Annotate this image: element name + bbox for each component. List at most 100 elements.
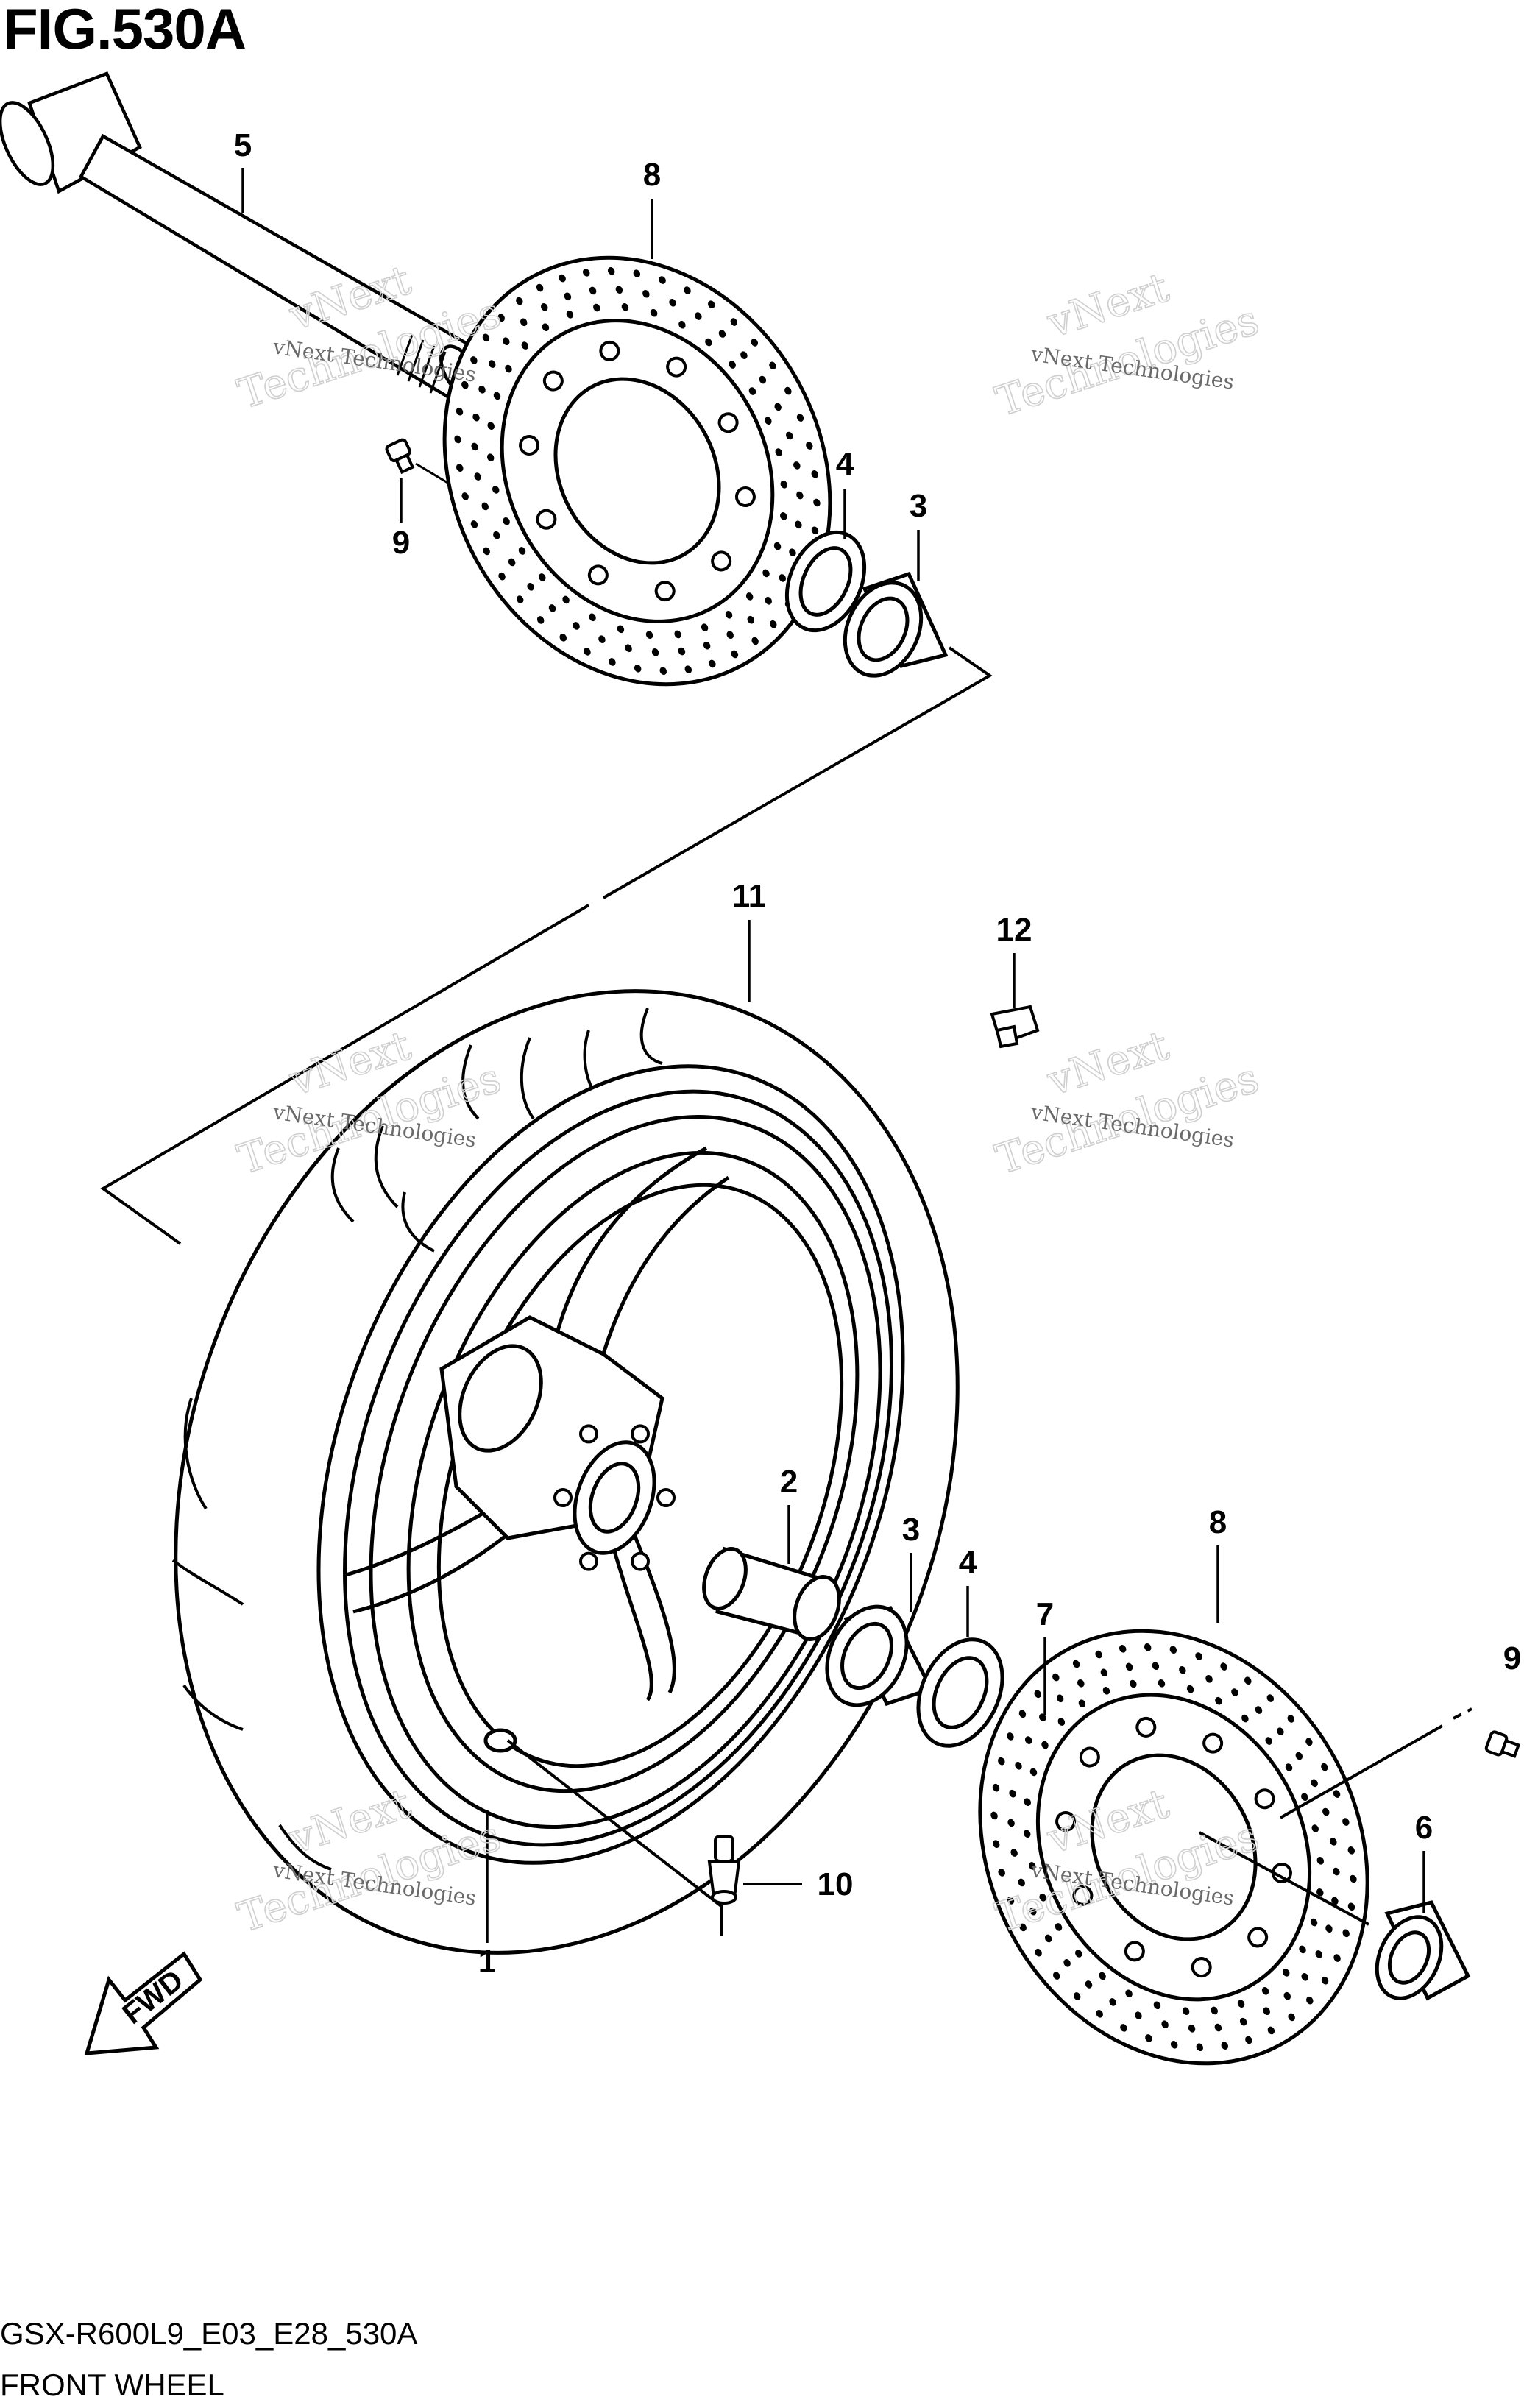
vent-hole — [1321, 1763, 1328, 1771]
callout-9-upper: 9 — [392, 525, 410, 561]
vent-hole — [1342, 1929, 1350, 1938]
vent-hole — [730, 318, 738, 326]
oil-seal-lower — [916, 1637, 1004, 1748]
callout-labels: 5 8 9 4 3 11 12 2 3 4 7 8 9 6 1 10 — [234, 127, 1521, 1980]
vent-hole — [492, 486, 500, 494]
vent-hole — [1025, 1736, 1032, 1744]
vent-hole — [1119, 1645, 1127, 1653]
disc-bobbin — [734, 486, 756, 508]
disc-bobbin — [1072, 1885, 1094, 1906]
vent-hole — [751, 637, 759, 645]
vent-hole — [1220, 1662, 1227, 1671]
vent-hole — [1315, 1950, 1322, 1958]
vent-hole — [493, 531, 500, 539]
vent-hole — [705, 338, 712, 347]
hub-bolt — [656, 1488, 676, 1507]
vent-hole — [1028, 1862, 1036, 1870]
disc-bobbin — [666, 356, 687, 378]
vent-hole — [1333, 1790, 1341, 1798]
brake-disc-upper — [442, 255, 832, 687]
vent-hole — [1237, 2000, 1245, 2008]
vent-hole — [1265, 1737, 1272, 1745]
vent-hole — [1109, 1998, 1116, 2006]
vent-hole — [1179, 1665, 1186, 1674]
vent-hole — [678, 320, 686, 329]
vent-hole — [456, 464, 464, 472]
vent-hole — [518, 547, 526, 555]
disc-bobbin — [1135, 1716, 1157, 1738]
vent-hole — [503, 517, 510, 525]
vent-hole — [497, 314, 505, 322]
vent-hole — [1035, 1948, 1042, 1957]
vent-hole — [701, 623, 709, 632]
vent-hole — [633, 269, 641, 277]
callout-8-upper: 8 — [643, 157, 661, 193]
vent-hole — [582, 269, 590, 277]
disc-bobbin — [1247, 1927, 1269, 1948]
vent-hole — [1073, 1992, 1081, 2000]
fwd-arrow: FWD — [84, 1951, 203, 2055]
vent-hole — [527, 583, 534, 591]
vent-hole — [770, 620, 777, 628]
vent-hole — [1023, 1830, 1031, 1838]
figure-code: GSX-R600L9_E03_E28_530A — [0, 2316, 418, 2351]
vent-hole — [659, 276, 666, 284]
vent-hole — [774, 403, 782, 411]
vent-hole — [793, 461, 801, 470]
vent-hole — [674, 630, 681, 639]
vent-hole — [470, 520, 478, 528]
vent-hole — [562, 595, 570, 604]
vent-hole — [645, 631, 653, 639]
vent-hole — [1018, 1878, 1025, 1887]
vent-hole — [1316, 1888, 1324, 1897]
vent-hole — [1188, 2024, 1196, 2033]
vent-hole — [1239, 2017, 1247, 2026]
vent-hole — [548, 604, 556, 612]
vent-hole — [1057, 1718, 1066, 1726]
hub-bolt — [631, 1424, 650, 1444]
vent-hole — [1322, 1807, 1330, 1816]
vent-hole — [1316, 1856, 1325, 1865]
vent-hole — [773, 542, 782, 550]
vent-hole — [751, 339, 759, 347]
disc-bobbin — [1191, 1957, 1212, 1978]
vent-hole — [1077, 1679, 1085, 1688]
vent-hole — [1056, 1694, 1064, 1703]
vent-hole — [1029, 1768, 1038, 1777]
vent-hole — [1007, 1819, 1015, 1827]
callout-5: 5 — [234, 127, 252, 163]
vent-hole — [1282, 1969, 1290, 1977]
disc-bobbin — [542, 370, 564, 392]
bolt-9-lower — [1484, 1729, 1522, 1762]
vent-hole — [1330, 1838, 1337, 1846]
disc-bobbin — [1079, 1746, 1100, 1768]
vent-hole — [1034, 1690, 1041, 1699]
callout-8-lower: 8 — [1209, 1504, 1227, 1540]
disc-bobbin — [536, 509, 557, 530]
vent-hole — [505, 364, 512, 373]
vent-hole — [729, 361, 736, 369]
vent-hole — [564, 292, 572, 301]
vent-hole — [607, 266, 615, 275]
vent-hole — [1283, 1991, 1291, 2000]
vent-hole — [1039, 1713, 1046, 1722]
vent-hole — [461, 492, 469, 500]
vent-hole — [478, 385, 486, 394]
disc-bobbin — [717, 412, 739, 433]
vent-hole — [1055, 1923, 1063, 1931]
vent-hole — [784, 386, 792, 395]
vent-hole — [1350, 1874, 1357, 1883]
assembly-leader-lower — [506, 1707, 1472, 1936]
vent-hole — [589, 613, 596, 622]
vent-hole — [1096, 2009, 1103, 2018]
callout-7: 7 — [1036, 1596, 1054, 1632]
vent-hole — [1169, 1646, 1177, 1654]
vent-hole — [813, 498, 821, 507]
vent-hole — [615, 286, 623, 294]
vent-hole — [1231, 1688, 1238, 1696]
vent-hole — [593, 303, 600, 312]
vent-hole — [1161, 2020, 1169, 2029]
vent-hole — [1007, 1897, 1015, 1905]
